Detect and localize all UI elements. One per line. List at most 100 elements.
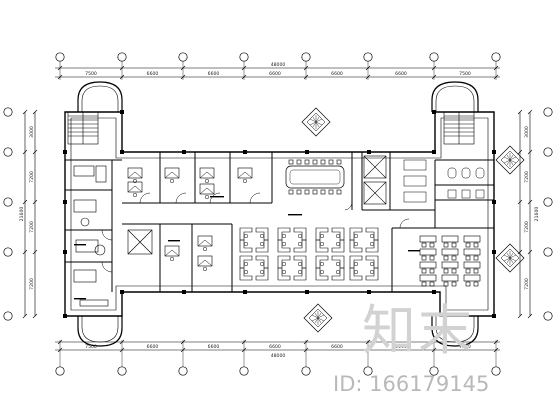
workstation-cluster [315, 227, 345, 253]
conference-table [285, 165, 345, 189]
axis-bubble [429, 366, 439, 376]
dimension-label: 3000 [524, 126, 530, 138]
training-chair [443, 242, 449, 248]
dimension-label: 6600 [269, 344, 281, 350]
dimension-label: 7200 [29, 171, 35, 183]
training-chair [451, 268, 457, 274]
stair-right [443, 111, 475, 145]
workstation-desk [277, 267, 291, 281]
workstation-chair [353, 269, 359, 275]
dimension-total: 48000 [271, 62, 286, 68]
axis-bubble [543, 147, 553, 157]
building-outline [64, 111, 495, 317]
office-desk [127, 181, 143, 198]
workstation-chair [297, 261, 303, 267]
conference-chair [304, 159, 310, 165]
elevator-core [127, 155, 387, 255]
office-desk [199, 167, 215, 184]
axis-bubble [55, 366, 65, 376]
axis-bubble [55, 52, 65, 62]
dimension-tick [22, 249, 28, 255]
axis-bubble [363, 52, 373, 62]
workstation-desk [331, 267, 345, 281]
workstation-chair [281, 261, 287, 267]
dimension-total: 48000 [271, 353, 286, 359]
dimension-total: 21600 [534, 207, 540, 222]
workstation-chair [297, 241, 303, 247]
workstation-chair [297, 269, 303, 275]
dimension-tick [527, 249, 533, 255]
workstation-cluster [349, 255, 379, 281]
dimension-tick [517, 149, 523, 155]
axis-markers [3, 52, 553, 376]
restroom-fixtures [403, 159, 485, 203]
office-desk [127, 167, 143, 184]
dimension-label: 6600 [147, 71, 159, 77]
office-desk [164, 245, 180, 262]
workstation-chair [243, 233, 249, 239]
workstation-cluster [315, 255, 345, 281]
workstation-chair [319, 233, 325, 239]
axis-bubble [543, 197, 553, 207]
left-wing-furniture [73, 165, 109, 307]
training-chair [465, 281, 471, 287]
workstation-chair [319, 269, 325, 275]
axis-bubble [543, 311, 553, 321]
conference-chair [320, 189, 326, 195]
training-chair [421, 255, 427, 261]
training-chair [421, 268, 427, 274]
axis-bubble [178, 52, 188, 62]
conference-chair [336, 159, 342, 165]
dimension-label: 7200 [524, 171, 530, 183]
workstation-chair [353, 261, 359, 267]
conference-chair [336, 189, 342, 195]
training-chair [451, 255, 457, 261]
training-chair [443, 281, 449, 287]
axis-bubble [117, 52, 127, 62]
axis-bubble [491, 52, 501, 62]
training-chair [465, 242, 471, 248]
axis-bubble [3, 311, 13, 321]
dimension-label: 6600 [395, 71, 407, 77]
dimension-label: 6600 [269, 71, 281, 77]
training-chair [473, 268, 479, 274]
training-table [463, 235, 481, 243]
training-chair [429, 281, 435, 287]
dimension-tick [22, 149, 28, 155]
training-table [463, 248, 481, 256]
dimension-tick [32, 109, 38, 115]
training-chair [429, 268, 435, 274]
workstation-chair [259, 269, 265, 275]
conference-chair [288, 189, 294, 195]
planters [301, 107, 525, 333]
workstation-chair [369, 261, 375, 267]
workstation-cluster [277, 255, 307, 281]
training-table [441, 248, 459, 256]
axis-bubble [491, 366, 501, 376]
conference-chair [328, 189, 334, 195]
dimension-label: 7500 [459, 71, 471, 77]
axis-bubble [178, 366, 188, 376]
dimension-label: 7200 [524, 278, 530, 290]
training-chair [473, 242, 479, 248]
training-table [419, 235, 437, 243]
workstation-cluster [349, 227, 379, 253]
dimension-tick [527, 109, 533, 115]
conference-chair [296, 159, 302, 165]
workstation-cluster [239, 255, 269, 281]
dimension-tick [32, 313, 38, 319]
workstation-chair [281, 241, 287, 247]
axis-bubble [301, 366, 311, 376]
training-chair [421, 281, 427, 287]
workstation-chair [369, 241, 375, 247]
office-desk [197, 235, 213, 252]
workstation-chair [335, 233, 341, 239]
workstation-cluster [277, 227, 307, 253]
dimension-label: 7500 [459, 344, 471, 350]
axis-bubble [429, 52, 439, 62]
workstation-chair [353, 233, 359, 239]
office-desk [237, 167, 253, 184]
training-table [419, 261, 437, 269]
training-table [441, 235, 459, 243]
